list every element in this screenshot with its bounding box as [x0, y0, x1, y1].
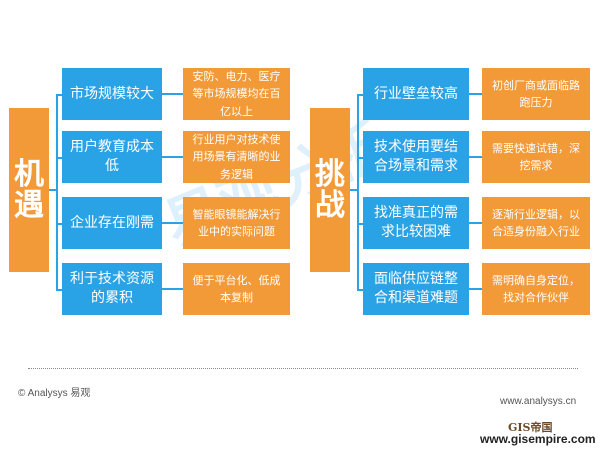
right-connector-branch	[357, 157, 365, 159]
site-url: www.analysys.cn	[500, 396, 577, 407]
arrow-connector	[162, 93, 184, 95]
right-connector-trunk	[350, 189, 358, 191]
gis-logo: GIS帝国	[508, 421, 553, 434]
opportunity-item-title: 市场规模较大	[62, 68, 162, 120]
opportunity-item-desc: 行业用户对技术使用场景有清晰的业务逻辑	[183, 131, 290, 183]
opportunity-item-title: 利于技术资源的累积	[62, 263, 162, 315]
opportunity-item-title: 用户教育成本低	[62, 131, 162, 183]
challenge-item-title: 找准真正的需求比较困难	[363, 197, 469, 249]
arrow-connector	[162, 156, 184, 158]
left-connector-branch	[56, 289, 64, 291]
arrow-connector	[469, 156, 483, 158]
challenge-item-desc: 初创厂商或面临路跑压力	[482, 68, 590, 120]
right-connector-branch	[357, 289, 365, 291]
left-connector-branch	[56, 94, 64, 96]
left-connector-spine	[56, 94, 58, 291]
left-connector-branch	[56, 157, 64, 159]
arrow-connector	[469, 222, 483, 224]
right-connector-branch	[357, 223, 365, 225]
opportunity-item-desc: 便于平台化、低成本复制	[183, 263, 290, 315]
challenge-item-desc: 需要快速试错，深挖需求	[482, 131, 590, 183]
arrow-connector	[162, 222, 184, 224]
copyright-text: © Analysys 易观	[18, 388, 91, 399]
right-connector-branch	[357, 94, 365, 96]
challenge-item-title: 面临供应链整合和渠道难题	[363, 263, 469, 315]
footer-divider	[28, 368, 578, 369]
left-connector-trunk	[49, 189, 57, 191]
challenge-item-title: 行业壁垒较高	[363, 68, 469, 120]
challenge-item-title: 技术使用要结合场景和需求	[363, 131, 469, 183]
right-connector-spine	[357, 94, 359, 291]
challenge-label-char-1: 挑	[315, 156, 345, 192]
gis-url: www.gisempire.com	[480, 432, 596, 446]
challenge-item-desc: 逐渐行业逻辑，以合适身份融入行业	[482, 197, 590, 249]
opportunity-item-desc: 智能眼镜能解决行业中的实际问题	[183, 197, 290, 249]
arrow-connector	[469, 93, 483, 95]
opportunity-item-desc: 安防、电力、医疗等市场规模均在百亿以上	[183, 68, 290, 120]
opportunity-item-title: 企业存在刚需	[62, 197, 162, 249]
challenge-label: 挑 战	[310, 108, 350, 272]
arrow-connector	[162, 288, 184, 290]
opportunity-label-char-1: 机	[14, 156, 44, 192]
challenge-label-char-2: 战	[315, 188, 345, 223]
challenge-item-desc: 需明确自身定位，找对合作伙伴	[482, 263, 590, 315]
arrow-connector	[469, 288, 483, 290]
opportunity-label: 机 遇	[9, 108, 49, 272]
opportunity-label-char-2: 遇	[14, 188, 44, 223]
left-connector-branch	[56, 223, 64, 225]
